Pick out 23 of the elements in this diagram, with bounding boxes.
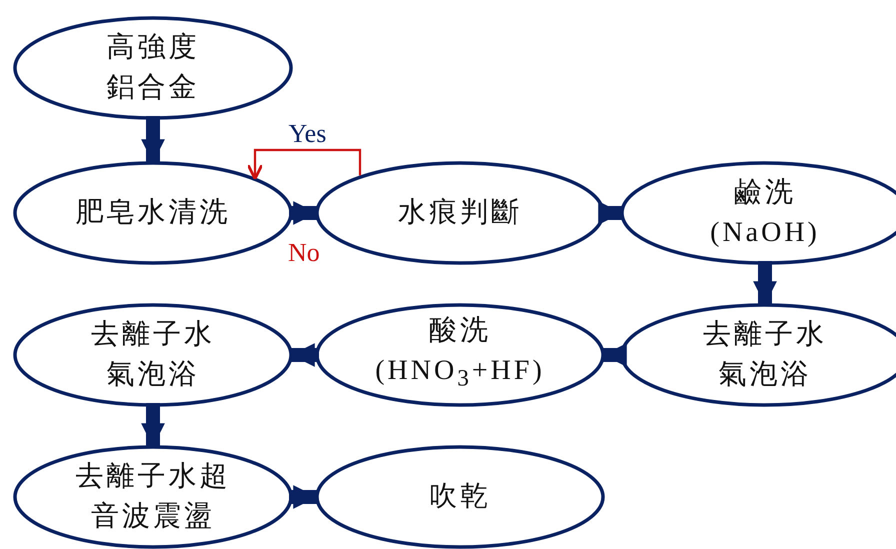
block-arrow xyxy=(598,201,622,225)
node-label: 去離子水超音波震盪 xyxy=(74,460,232,534)
node-label: 吹乾 xyxy=(428,480,492,514)
process-ellipse xyxy=(13,303,293,407)
node-label: 高強度鋁合金 xyxy=(106,31,200,105)
loop-arrow xyxy=(246,148,362,180)
process-ellipse xyxy=(315,445,605,549)
node-label: 酸洗(HNO$_{3}$+HF) xyxy=(375,314,545,394)
process-ellipse xyxy=(13,16,293,120)
process-ellipse xyxy=(315,303,605,407)
node-label: 肥皂水清洗 xyxy=(74,196,232,230)
block-arrow xyxy=(289,201,317,225)
block-arrow xyxy=(603,343,627,367)
node-label: 鹼洗(NaOH) xyxy=(710,176,820,250)
block-arrow xyxy=(289,485,317,509)
node-label: 去離子水氣泡浴 xyxy=(702,318,828,392)
node-label: 水痕判斷 xyxy=(397,196,523,230)
block-arrow xyxy=(141,403,165,447)
block-arrow xyxy=(753,261,777,305)
process-ellipse xyxy=(13,445,293,549)
block-arrow xyxy=(141,116,165,163)
block-arrow xyxy=(291,343,319,367)
node-label: 去離子水氣泡浴 xyxy=(90,318,216,392)
